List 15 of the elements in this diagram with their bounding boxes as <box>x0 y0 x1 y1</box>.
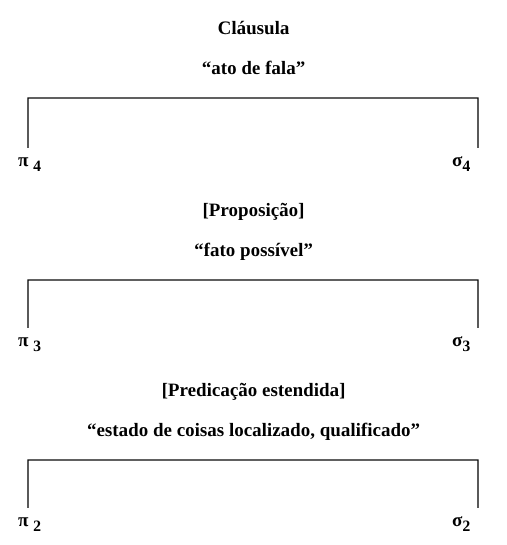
layer-operator-label: σ$_{4}$ <box>452 150 470 178</box>
bracket-line <box>27 97 479 148</box>
layer-heading: Cláusula <box>218 18 290 40</box>
layer-heading: [Predicação estendida] <box>162 380 346 402</box>
layer-operator-label: π $_{2}$ <box>18 510 42 538</box>
layer-operator-label: π $_{3}$ <box>18 330 42 358</box>
layer-heading: [Proposição] <box>202 200 305 222</box>
bracket-line <box>27 279 479 328</box>
layer-description: “fato possível” <box>194 240 313 262</box>
layer-operator-label: σ$_{3}$ <box>452 330 470 358</box>
bracket-line <box>27 459 479 508</box>
layer-operator-label: π $_{4}$ <box>18 150 42 178</box>
layer-description: “ato de fala” <box>202 58 306 80</box>
layer-description: “estado de coisas localizado, qualificado” <box>86 420 420 442</box>
layer-operator-label: σ$_{2}$ <box>452 510 470 538</box>
